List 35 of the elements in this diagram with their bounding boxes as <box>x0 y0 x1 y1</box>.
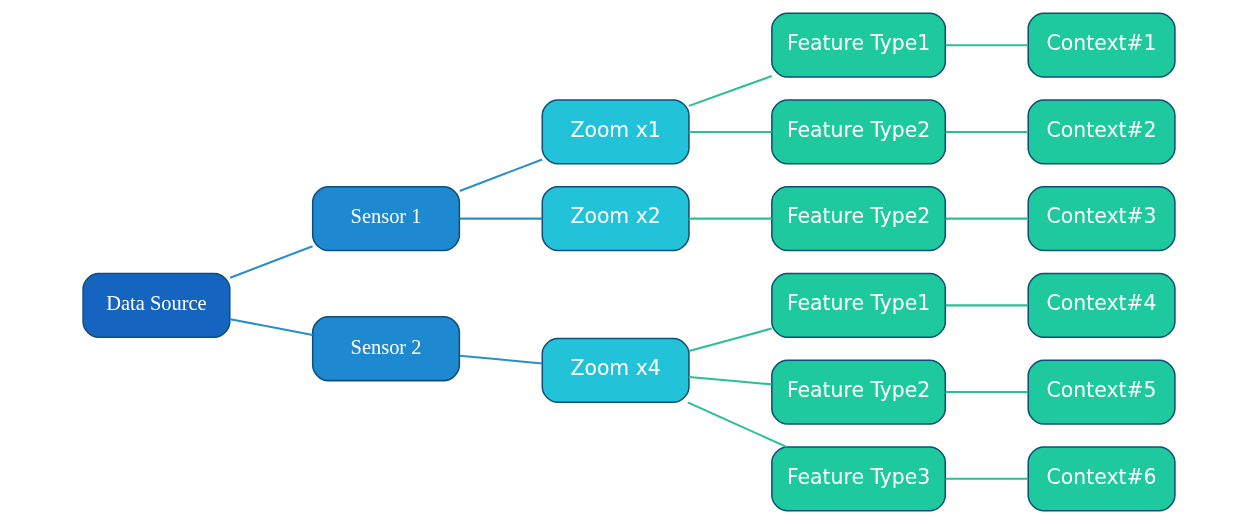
connector <box>459 354 542 365</box>
connector <box>945 217 1028 220</box>
connector <box>945 477 1028 480</box>
connector <box>688 375 772 386</box>
node-box: Zoom x4 <box>541 337 690 404</box>
connector <box>459 217 542 220</box>
connector <box>945 130 1028 133</box>
connector <box>688 327 772 352</box>
node-box: Feature Type2 <box>770 99 946 165</box>
connector <box>686 401 787 448</box>
connector <box>458 158 543 192</box>
node-box: Context#2 <box>1026 99 1176 165</box>
connector <box>688 75 772 107</box>
node-box: Feature Type1 <box>770 272 946 338</box>
connector <box>945 44 1028 47</box>
connector <box>945 304 1028 307</box>
connector <box>688 130 772 133</box>
node-box: Feature Type3 <box>770 446 946 512</box>
node-box: Feature Type1 <box>770 12 946 78</box>
node-box: Sensor 1 <box>311 186 460 252</box>
connector <box>945 391 1028 394</box>
node-box: Context#4 <box>1026 272 1176 338</box>
connector <box>688 217 772 220</box>
node-box: Data Source <box>81 272 231 338</box>
node-box: Context#6 <box>1026 446 1176 512</box>
node-box: Context#1 <box>1026 12 1176 78</box>
node-box: Zoom x1 <box>541 99 690 165</box>
node-box: Context#3 <box>1026 186 1176 252</box>
node-box: Feature Type2 <box>770 359 946 425</box>
connector <box>229 318 313 336</box>
node-box: Sensor 2 <box>311 316 460 382</box>
node-box: Feature Type2 <box>770 186 946 252</box>
node-box: Zoom x2 <box>541 186 690 252</box>
node-box: Context#5 <box>1026 359 1176 425</box>
connector <box>229 245 313 279</box>
